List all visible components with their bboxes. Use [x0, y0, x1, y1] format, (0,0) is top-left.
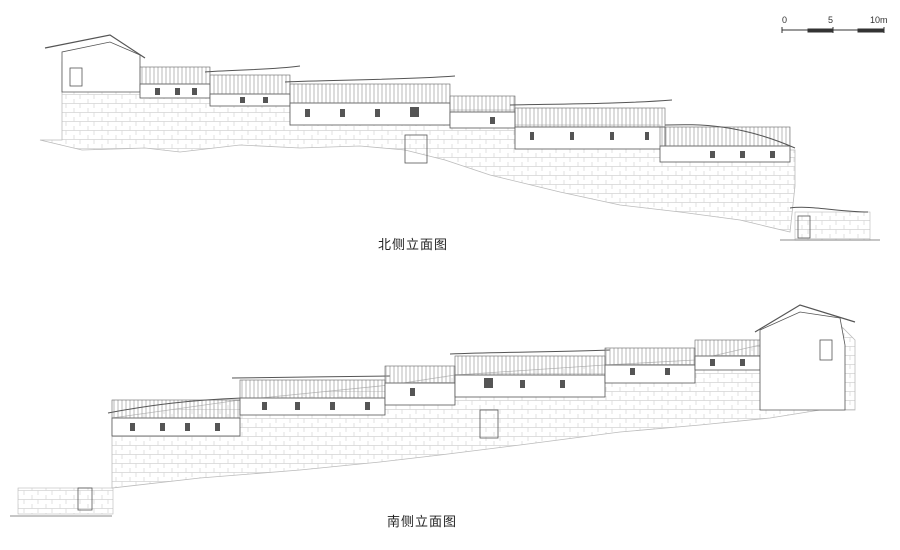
north-tower — [61, 41, 141, 93]
north-elevation-title: 北侧立面图 — [378, 238, 449, 253]
north-elevation — [39, 34, 880, 241]
scale-bar — [781, 27, 885, 33]
scale-tick-10m: 10m — [870, 15, 888, 25]
scale-tick-0: 0 — [782, 15, 788, 25]
south-elevation-title: 南侧立面图 — [387, 515, 458, 530]
scale-tick-5: 5 — [828, 15, 834, 25]
south-elevation — [10, 304, 856, 517]
south-tower — [759, 311, 846, 411]
